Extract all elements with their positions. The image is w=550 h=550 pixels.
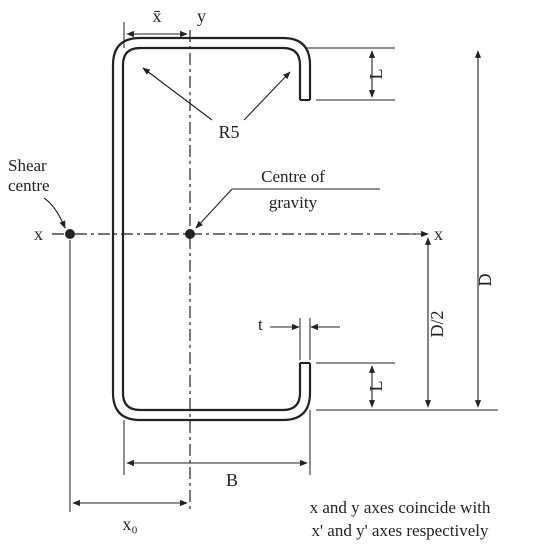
x0-label: x₀ — [122, 514, 137, 534]
x-axis-label-right: x — [434, 224, 443, 244]
xbar-label: x̄ — [153, 6, 162, 26]
centre-of-gravity-point — [185, 229, 195, 239]
shear-centre-label-line2: centre — [8, 176, 50, 195]
b-label: B — [226, 470, 238, 490]
d-label: D — [475, 274, 495, 287]
t-label: t — [258, 315, 263, 334]
channel-outer-wall — [121, 46, 302, 412]
axes-note-line1: x and y axes coincide with — [310, 498, 491, 517]
r5-leader-right — [243, 71, 291, 121]
shear-centre-leader — [43, 197, 66, 229]
d-half-label: D/2 — [427, 311, 447, 338]
cog-label-line1: Centre of — [261, 167, 325, 186]
axes-note-line2: x' and y' axes respectively — [311, 521, 489, 540]
r5-label: R5 — [218, 122, 239, 142]
l-top-label: L — [366, 69, 386, 80]
shear-centre-label-line1: Shear — [8, 156, 47, 175]
cog-label-line2: gravity — [269, 193, 318, 212]
cog-leader — [195, 188, 233, 229]
l-bottom-label: L — [366, 381, 386, 392]
channel-inner-wall — [111, 36, 312, 422]
shear-centre-point — [65, 229, 75, 239]
x-axis-label-left: x — [34, 224, 43, 244]
r5-leader-left — [142, 67, 213, 121]
y-axis-label: y — [197, 6, 206, 26]
